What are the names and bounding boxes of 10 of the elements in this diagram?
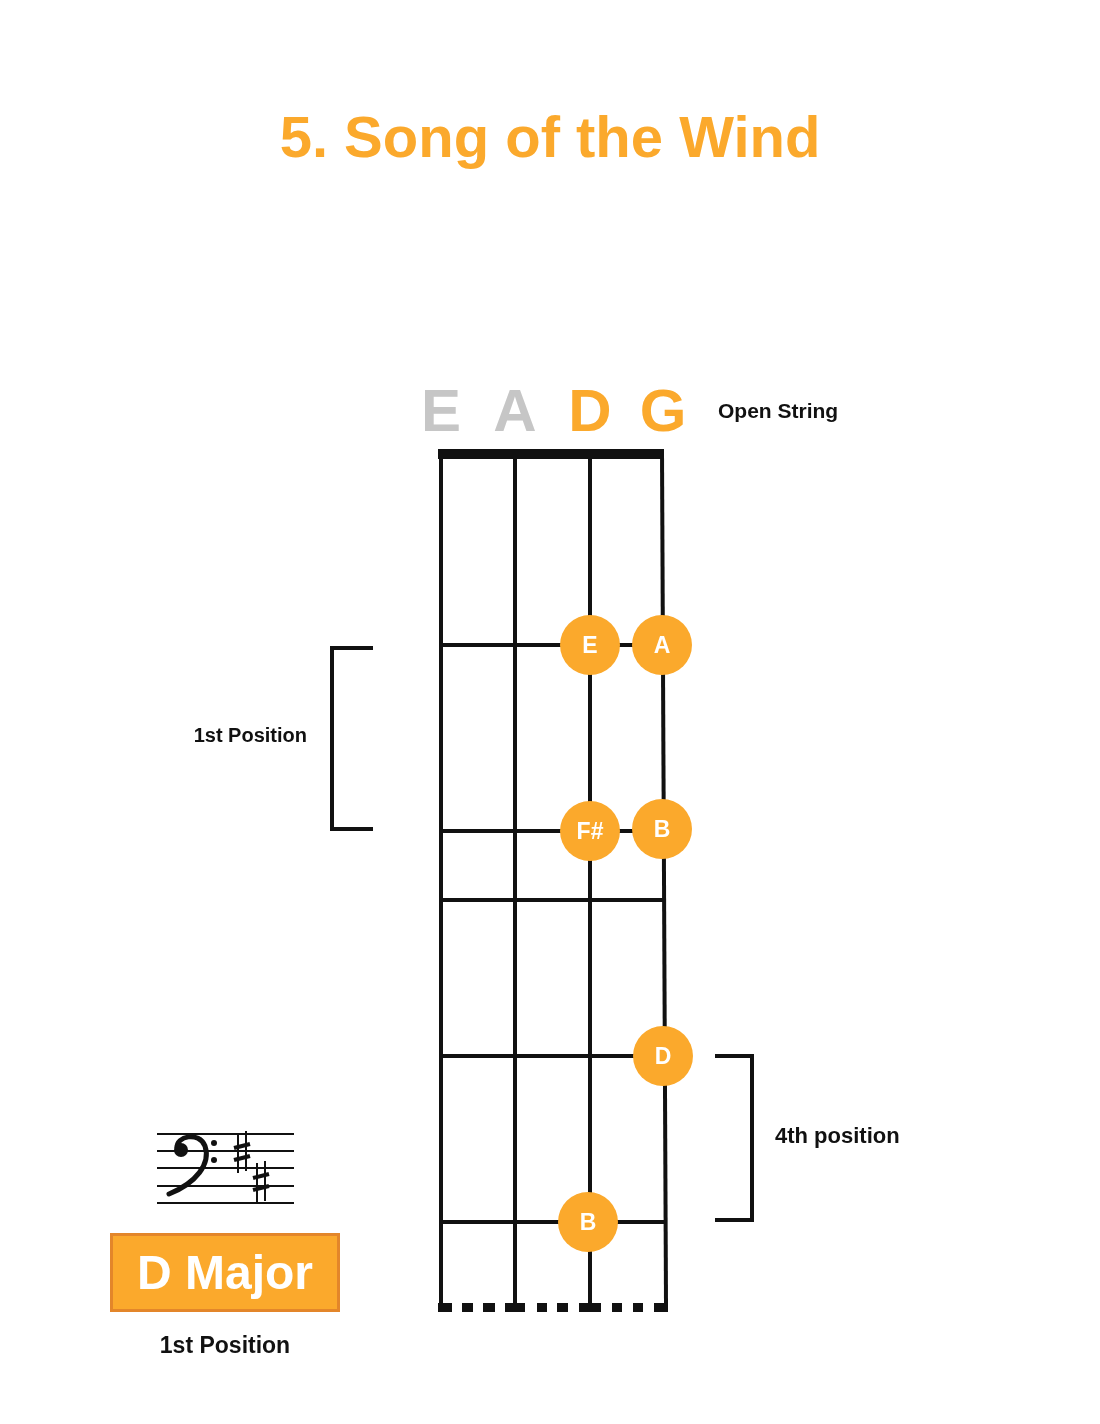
key-name-box	[110, 1233, 340, 1312]
position-caption: 1st Position	[159, 1333, 291, 1357]
string-name: D	[568, 381, 612, 441]
string-name: G	[639, 381, 687, 441]
position-label: 1st Position	[193, 725, 307, 745]
string-name: A	[493, 381, 537, 441]
open-string-label: Open String	[718, 399, 839, 421]
string-name: E	[421, 381, 461, 441]
key-name: D Major	[137, 1248, 313, 1297]
position-label: 4th position	[775, 1125, 900, 1147]
